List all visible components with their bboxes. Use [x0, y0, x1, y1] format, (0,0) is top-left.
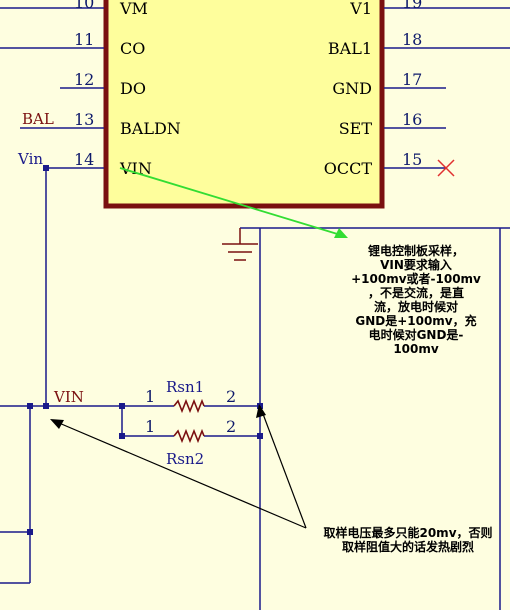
pin-name-co: CO: [120, 39, 145, 58]
net-label-vin-top: Vin: [17, 150, 43, 168]
no-connect-icon: [437, 159, 455, 177]
pin-name-bal1: BAL1: [328, 39, 372, 58]
black-arrows: [50, 404, 307, 529]
ic-body: [103, 0, 385, 209]
pin-num-13: 13: [74, 110, 94, 129]
pin-name-baldn: BALDN: [120, 119, 181, 138]
resistor-rsn2-label: Rsn2: [166, 450, 204, 468]
pin-num-12: 12: [74, 70, 94, 89]
pin-num-17: 17: [402, 70, 422, 89]
pin-name-gnd: GND: [332, 79, 372, 98]
pin-name-vin: VIN: [119, 159, 152, 178]
green-arrow: [119, 167, 348, 238]
vin-wires: [0, 168, 510, 610]
annotation-note-2: 取样电压最多只能20mv，否则 取样阻值大的话发热剧烈: [323, 526, 493, 554]
resistor-rsn1: [173, 398, 205, 414]
pin-name-do: DO: [120, 79, 146, 98]
rsn2-pin1: 1: [145, 417, 155, 436]
right-pin-lines: [384, 7, 510, 169]
pin-name-occt: OCCT: [324, 159, 373, 178]
pin-num-10: 10: [74, 0, 94, 12]
rsn2-pin2: 2: [226, 417, 236, 436]
net-label-bal: BAL: [22, 110, 54, 128]
pin-num-14: 14: [74, 150, 94, 169]
pin-name-v1: V1: [349, 0, 372, 18]
resistor-rsn1-label: Rsn1: [166, 378, 204, 396]
pin-num-16: 16: [402, 110, 422, 129]
net-label-vin-mid: VIN: [53, 388, 84, 406]
pin-num-19: 19: [402, 0, 422, 12]
annotation-note-1: 锂电控制板采样， VIN要求输入 +100mv或者-100mv ，不是交流，是直…: [351, 244, 481, 356]
pin-num-15: 15: [402, 150, 422, 169]
resistor-rsn2: [173, 428, 205, 444]
junction-dots: [27, 165, 263, 535]
pin-name-set: SET: [339, 119, 373, 138]
rsn1-pin2: 2: [226, 387, 236, 406]
ground-icon: [222, 228, 258, 261]
rsn1-pin1: 1: [145, 387, 155, 406]
pin-num-11: 11: [74, 30, 94, 49]
pin-name-vm: VM: [119, 0, 148, 18]
pin-num-18: 18: [402, 30, 422, 49]
left-pin-lines: [0, 7, 104, 169]
